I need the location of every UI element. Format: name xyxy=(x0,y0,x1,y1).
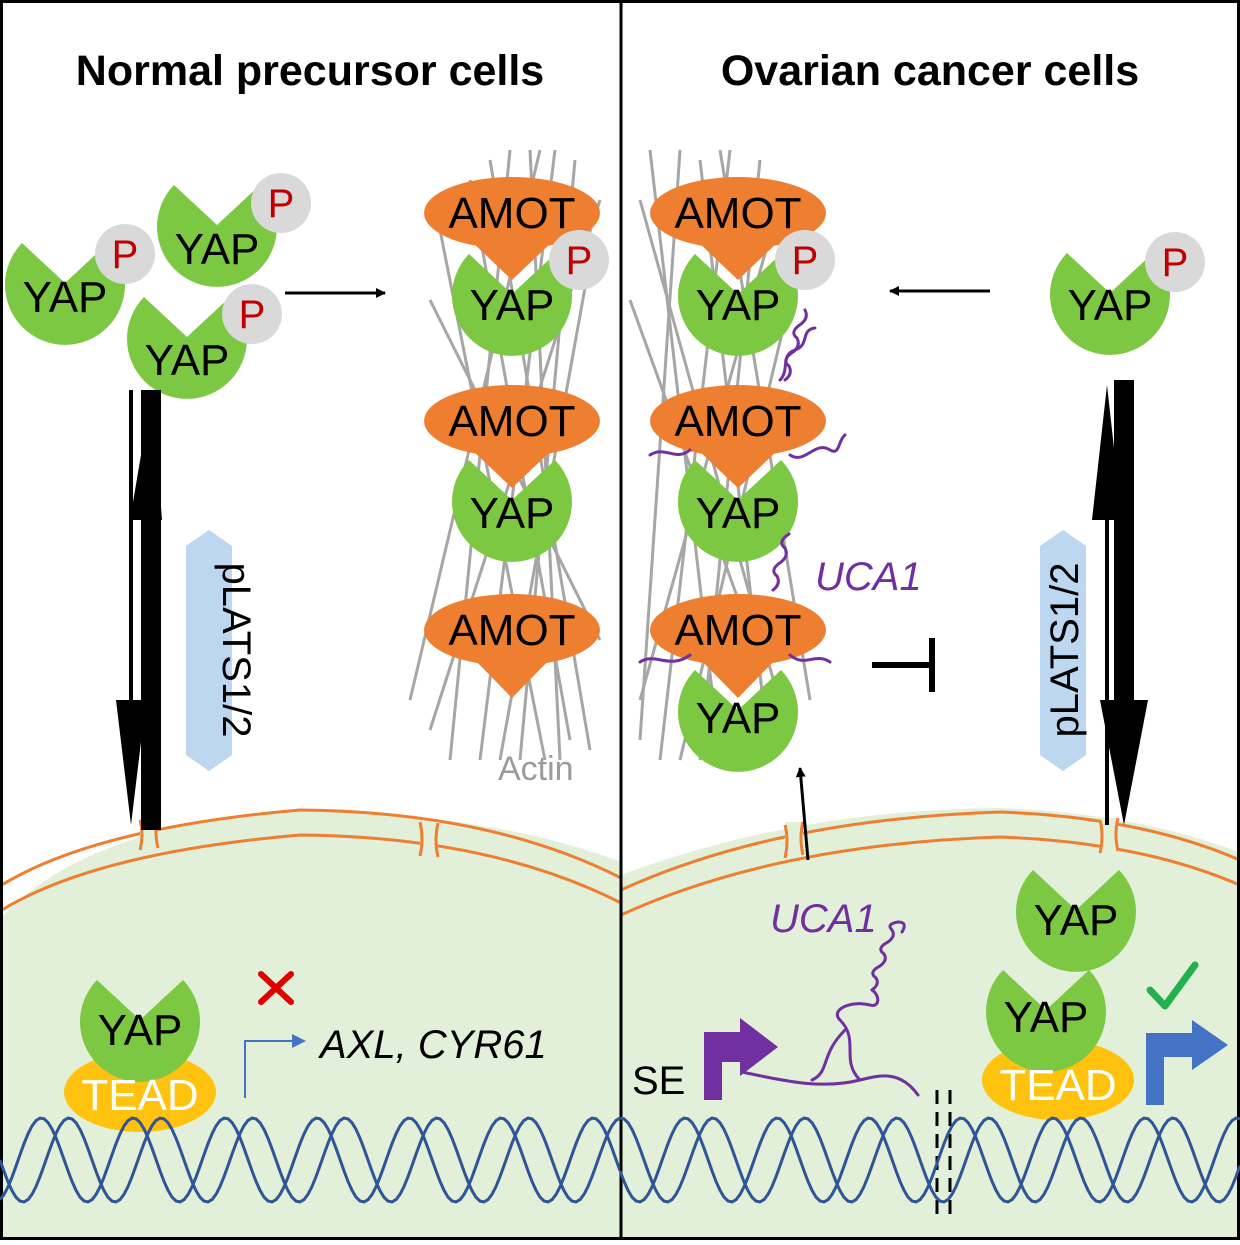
yap-phospho-2: YAP P xyxy=(157,173,311,287)
dna-double-helix-right xyxy=(620,1116,1240,1204)
svg-text:YAP: YAP xyxy=(696,489,781,538)
svg-text:YAP: YAP xyxy=(145,336,230,385)
cross-icon xyxy=(258,971,294,1005)
nucleus-left xyxy=(0,808,620,1240)
svg-text:YAP: YAP xyxy=(470,489,555,538)
svg-text:P: P xyxy=(566,239,593,283)
uca1-label-nucleus: UCA1 xyxy=(770,897,877,941)
amot-yap-phospho-complex-left: AMOT YAP P xyxy=(424,177,609,356)
left-panel-title: Normal precursor cells xyxy=(76,47,544,95)
svg-text:YAP: YAP xyxy=(175,225,260,274)
amot-free-left: AMOT xyxy=(424,594,600,698)
svg-text:P: P xyxy=(1162,241,1189,285)
kinase-box-left: pLATS1/2 xyxy=(186,530,258,771)
svg-text:pLATS1/2: pLATS1/2 xyxy=(214,563,258,738)
right-panel-title: Ovarian cancer cells xyxy=(721,47,1139,95)
yap-nuclear-right: YAP xyxy=(1016,870,1137,972)
svg-text:TEAD: TEAD xyxy=(81,1071,198,1120)
svg-text:AMOT: AMOT xyxy=(674,189,801,238)
amot-yap-complex-left: AMOT YAP xyxy=(424,385,600,562)
svg-text:AMOT: AMOT xyxy=(448,606,575,655)
svg-text:pLATS1/2: pLATS1/2 xyxy=(1043,563,1087,738)
uca1-rna-bound xyxy=(638,308,847,664)
uca1-export-arrow xyxy=(795,767,810,861)
svg-text:P: P xyxy=(239,293,266,337)
phosphorylation-equilibrium-left xyxy=(116,390,162,830)
actin-label: Actin xyxy=(498,750,574,788)
dna-double-helix-left xyxy=(0,1116,620,1204)
svg-text:YAP: YAP xyxy=(1034,896,1119,945)
yap-phospho-right: YAP P xyxy=(1050,232,1205,355)
check-icon xyxy=(1146,961,1199,1010)
yap-phospho-3: YAP P xyxy=(126,284,282,399)
svg-text:AMOT: AMOT xyxy=(674,397,801,446)
nucleus-right xyxy=(620,808,1240,1240)
transcription-start-left xyxy=(244,1034,306,1098)
svg-text:P: P xyxy=(112,233,139,277)
uca1-transcript xyxy=(740,920,920,1097)
svg-text:YAP: YAP xyxy=(98,1006,183,1055)
svg-text:P: P xyxy=(792,239,819,283)
svg-text:AMOT: AMOT xyxy=(448,189,575,238)
svg-text:P: P xyxy=(268,182,295,226)
amot-yap-phospho-complex-right: AMOT YAP P xyxy=(650,177,835,356)
svg-text:TEAD: TEAD xyxy=(999,1061,1116,1110)
svg-text:YAP: YAP xyxy=(696,694,781,743)
yap-tead-complex-right: YAP TEAD xyxy=(982,970,1134,1120)
svg-text:YAP: YAP xyxy=(1004,993,1089,1042)
inhibition-symbol xyxy=(872,638,935,692)
svg-text:YAP: YAP xyxy=(23,273,108,322)
kinase-box-right: pLATS1/2 xyxy=(1040,530,1087,771)
super-enhancer-promoter-arrow xyxy=(704,1018,778,1100)
uca1-label-cytoplasm: UCA1 xyxy=(815,555,922,599)
svg-text:AMOT: AMOT xyxy=(674,606,801,655)
transcription-active-arrow xyxy=(1146,1020,1228,1105)
svg-text:AMOT: AMOT xyxy=(448,397,575,446)
svg-text:YAP: YAP xyxy=(470,281,555,330)
yap-tead-complex-left: YAP TEAD xyxy=(64,980,216,1132)
svg-text:YAP: YAP xyxy=(1068,281,1153,330)
super-enhancer-label: SE xyxy=(632,1059,685,1103)
svg-text:YAP: YAP xyxy=(696,281,781,330)
amot-yap-complex-right-lower: AMOT YAP xyxy=(650,594,826,772)
phosphorylation-equilibrium-right xyxy=(1092,380,1148,825)
target-genes-label: AXL, CYR61 xyxy=(318,1023,547,1067)
amot-yap-complex-right: AMOT YAP xyxy=(650,385,826,562)
yap-phospho-1: YAP P xyxy=(4,224,155,345)
